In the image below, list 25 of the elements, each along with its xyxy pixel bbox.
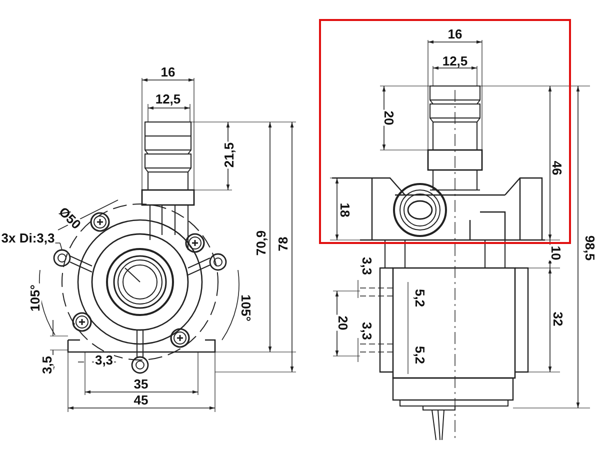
dimension-label: 32 [552, 310, 564, 328]
dimension-label: 70,9 [254, 229, 268, 257]
dimension-label: 10 [550, 244, 562, 262]
dimension-label: 18 [338, 202, 352, 218]
dimension-label: 98,5 [584, 234, 596, 262]
dimension-label: 3,5 [40, 354, 54, 376]
dimension-label: 20 [382, 110, 396, 126]
dimension-label: 3,3 [360, 256, 374, 276]
dimension-label: 3,3 [94, 354, 114, 366]
dimension-label: 20 [336, 314, 350, 332]
dimension-label: 16 [160, 66, 176, 78]
dimension-label: 16 [446, 28, 464, 40]
dimension-label: 5,2 [414, 288, 426, 308]
dimension-label: 45 [132, 394, 150, 406]
dimension-label: 105° [28, 284, 42, 312]
dimension-label: 12,5 [154, 92, 182, 106]
dimension-label: 21,5 [222, 141, 236, 169]
dimension-label: 3,3 [360, 320, 374, 342]
dimension-label: 78 [276, 236, 290, 252]
dimension-label: 5,2 [414, 344, 426, 366]
dimension-label: 3x Di:3,3 [0, 232, 56, 244]
dimension-label: 35 [132, 378, 150, 390]
dimension-label: 46 [550, 160, 564, 176]
dimension-label: 105° [240, 294, 252, 322]
dimension-label: 12,5 [441, 54, 469, 68]
